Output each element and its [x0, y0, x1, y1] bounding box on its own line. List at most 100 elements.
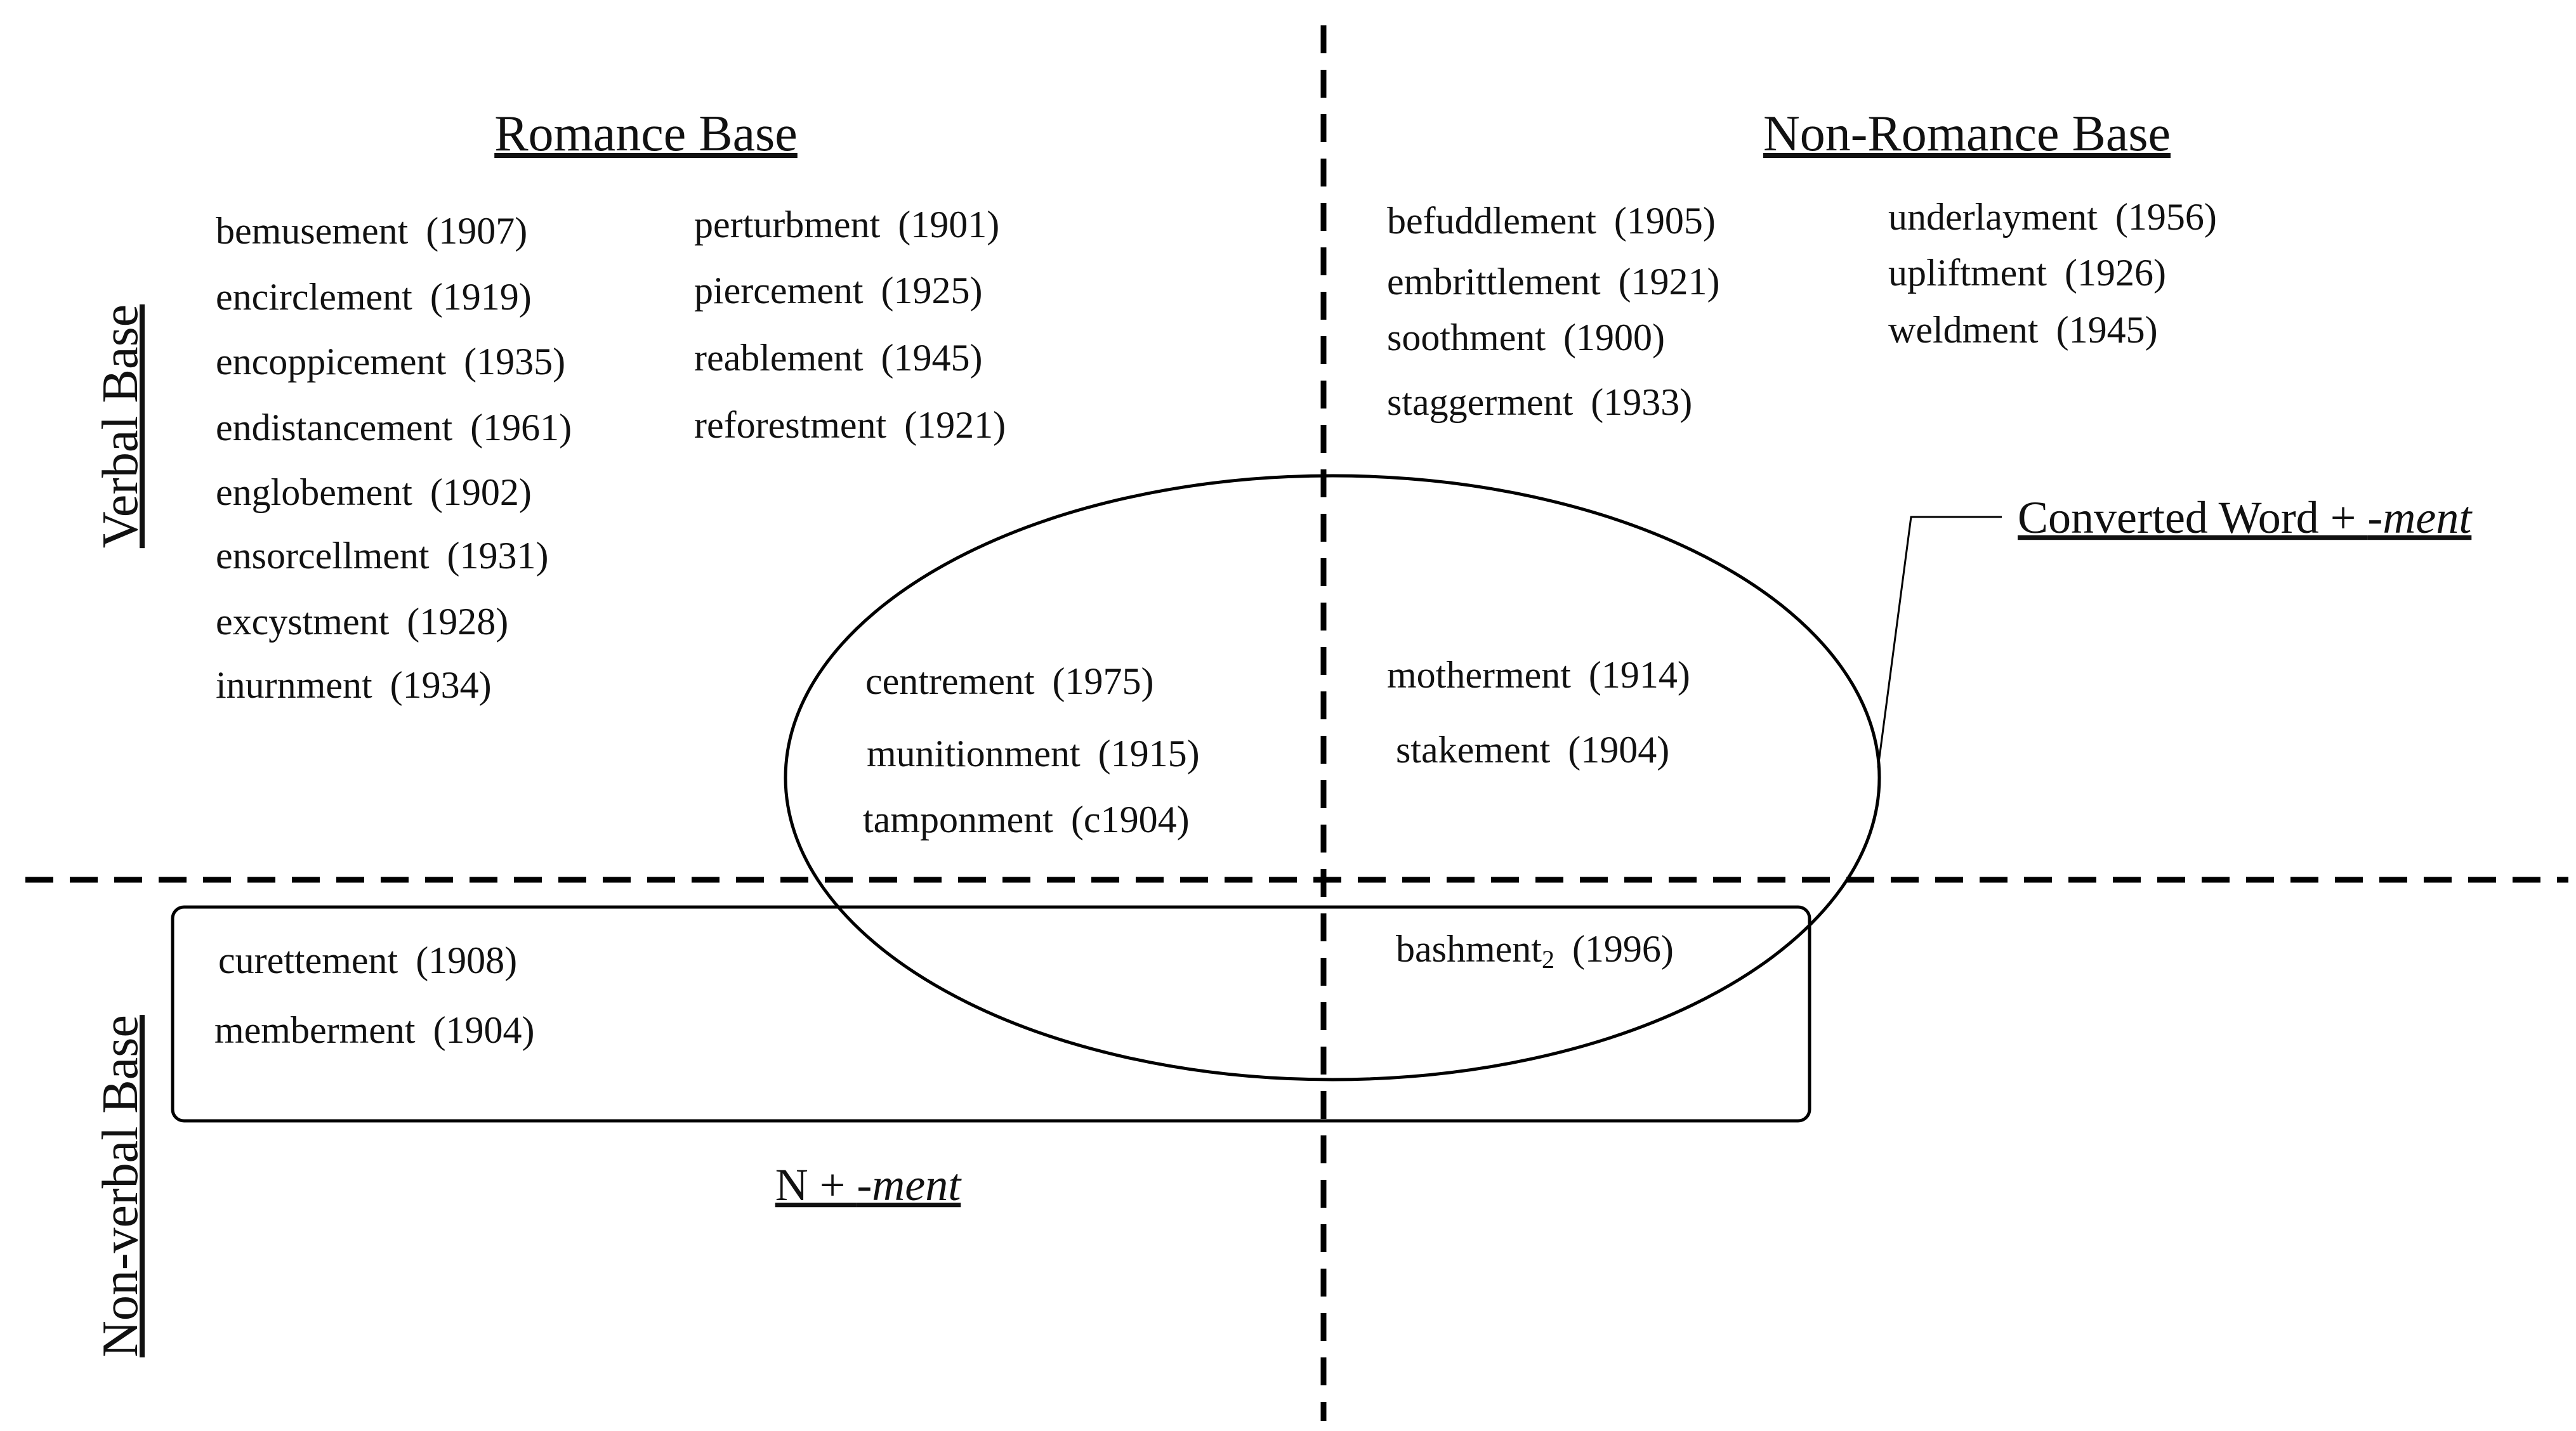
- noun-ment-label: N + -ment: [775, 1160, 963, 1210]
- year-text: (1908): [416, 939, 517, 981]
- word-text: encirclement: [216, 276, 412, 318]
- converted-word-label-prefix: Converted Word +: [2018, 492, 2367, 543]
- year-text: (1928): [407, 601, 508, 643]
- word-item: endistancement (1961): [216, 407, 572, 448]
- word-item: bemusement (1907): [216, 210, 527, 252]
- romance-verbal-col2-list: perturbment (1901) piercement (1925) reabl…: [694, 204, 1006, 446]
- romance-base-header: Romance Base: [494, 106, 798, 162]
- year-text: (1945): [881, 337, 983, 379]
- word-item: bashment2 (1996): [1396, 928, 1674, 974]
- word-item: curettement (1908): [218, 939, 517, 981]
- noun-base-box: [171, 905, 1811, 1123]
- word-item: excystment (1928): [216, 601, 508, 643]
- word-item: ensorcellment (1931): [216, 535, 549, 577]
- year-text: (1931): [447, 535, 549, 577]
- word-text: encoppicement: [216, 341, 446, 382]
- word-item: tamponment(c1904): [863, 799, 1190, 840]
- year-text: (1902): [430, 471, 532, 513]
- year-text: (1915): [1098, 733, 1200, 774]
- word-item: memberment (1904): [214, 1009, 535, 1051]
- word-item: perturbment (1901): [694, 204, 999, 245]
- word-item: motherment (1914): [1387, 654, 1690, 696]
- year-text: (1945): [2056, 309, 2158, 351]
- year-text: (1921): [904, 404, 1006, 446]
- word-text: centrement: [865, 660, 1035, 702]
- non-verbal-base-label: Non-verbal Base: [93, 1015, 148, 1357]
- word-item: encoppicement (1935): [216, 341, 565, 382]
- year-text: (1934): [390, 664, 492, 706]
- word-item: underlayment (1956): [1888, 196, 2217, 238]
- year-text: (1914): [1589, 654, 1690, 696]
- converted-nonromance-list: motherment (1914) stakement(1904): [1387, 654, 1690, 771]
- year-text: (1921): [1619, 261, 1720, 303]
- word-item: inurnment (1934): [216, 664, 492, 706]
- word-item: encirclement(1919): [216, 276, 532, 318]
- converted-word-ellipse: [784, 474, 1881, 1081]
- noun-ment-label-suffix: -ment: [857, 1160, 962, 1210]
- year-text: (1961): [470, 407, 572, 448]
- year-text: (1900): [1563, 317, 1665, 358]
- word-text: perturbment: [694, 204, 881, 245]
- word-text: curettement: [218, 939, 398, 981]
- year-text: (1925): [881, 270, 983, 311]
- word-text: underlayment: [1888, 196, 2098, 238]
- word-item: reforestment (1921): [694, 404, 1006, 446]
- year-text: (1907): [426, 210, 527, 252]
- word-item: embrittlement (1921): [1387, 261, 1720, 303]
- word-item: piercement (1925): [694, 270, 982, 311]
- non-romance-base-header: Non-Romance Base: [1763, 106, 2171, 162]
- year-text: (1904): [433, 1009, 535, 1051]
- word-text: memberment: [214, 1009, 416, 1051]
- year-text: (1956): [2115, 196, 2217, 238]
- word-text: embrittlement: [1387, 261, 1601, 303]
- word-text: ensorcellment: [216, 535, 430, 577]
- nonromance-nonverbal-list: bashment2 (1996): [1396, 928, 1674, 974]
- word-text: staggerment: [1387, 381, 1574, 423]
- converted-leader-line: [1877, 516, 2002, 768]
- word-text: upliftment: [1888, 252, 2047, 294]
- year-text: (1901): [898, 204, 999, 245]
- word-text: weldment: [1888, 309, 2039, 351]
- word-item: munitionment (1915): [867, 733, 1200, 774]
- romance-verbal-col1-list: bemusement (1907) encirclement(1919) enco…: [216, 210, 572, 706]
- word-text: reablement: [694, 337, 864, 379]
- verbal-base-label: Verbal Base: [93, 304, 148, 548]
- word-item: stakement(1904): [1396, 729, 1669, 771]
- word-item: englobement (1902): [216, 471, 532, 513]
- word-item: reablement (1945): [694, 337, 982, 379]
- word-item: soothment (1900): [1387, 317, 1665, 358]
- word-text: bashment: [1396, 928, 1542, 970]
- word-text: excystment: [216, 601, 390, 643]
- year-text: (c1904): [1071, 799, 1190, 840]
- year-text: (1905): [1614, 200, 1716, 242]
- year-text: (1975): [1053, 660, 1154, 702]
- word-text: inurnment: [216, 664, 372, 706]
- converted-word-label-suffix: -ment: [2367, 492, 2473, 543]
- year-text: (1904): [1568, 729, 1669, 771]
- year-text: (1933): [1591, 381, 1692, 423]
- word-text: munitionment: [867, 733, 1081, 774]
- word-text: bemusement: [216, 210, 409, 252]
- nonromance-verbal-col2-list: underlayment (1956) upliftment (1926) weld…: [1888, 196, 2217, 351]
- romance-nonverbal-list: curettement (1908) memberment (1904): [214, 939, 535, 1051]
- year-text: (1935): [464, 341, 565, 382]
- converted-word-label: Converted Word + -ment: [2018, 492, 2473, 543]
- word-text: piercement: [694, 270, 864, 311]
- word-item: centrement (1975): [865, 660, 1153, 702]
- word-text: befuddlement: [1387, 200, 1596, 242]
- word-text: endistancement: [216, 407, 453, 448]
- year-text: (1996): [1572, 928, 1674, 970]
- word-text: motherment: [1387, 654, 1571, 696]
- word-text: reforestment: [694, 404, 887, 446]
- nonromance-verbal-col1-list: befuddlement (1905) embrittlement (1921) s…: [1387, 200, 1720, 423]
- word-text: englobement: [216, 471, 412, 513]
- word-item: staggerment (1933): [1387, 381, 1692, 423]
- word-item: upliftment (1926): [1888, 252, 2166, 294]
- word-item: befuddlement (1905): [1387, 200, 1716, 242]
- year-text: (1926): [2065, 252, 2166, 294]
- converted-romance-list: centrement (1975) munitionment (1915) tamp…: [863, 660, 1200, 840]
- word-text: soothment: [1387, 317, 1546, 358]
- word-subscript: 2: [1542, 945, 1554, 974]
- noun-ment-label-prefix: N +: [775, 1160, 857, 1210]
